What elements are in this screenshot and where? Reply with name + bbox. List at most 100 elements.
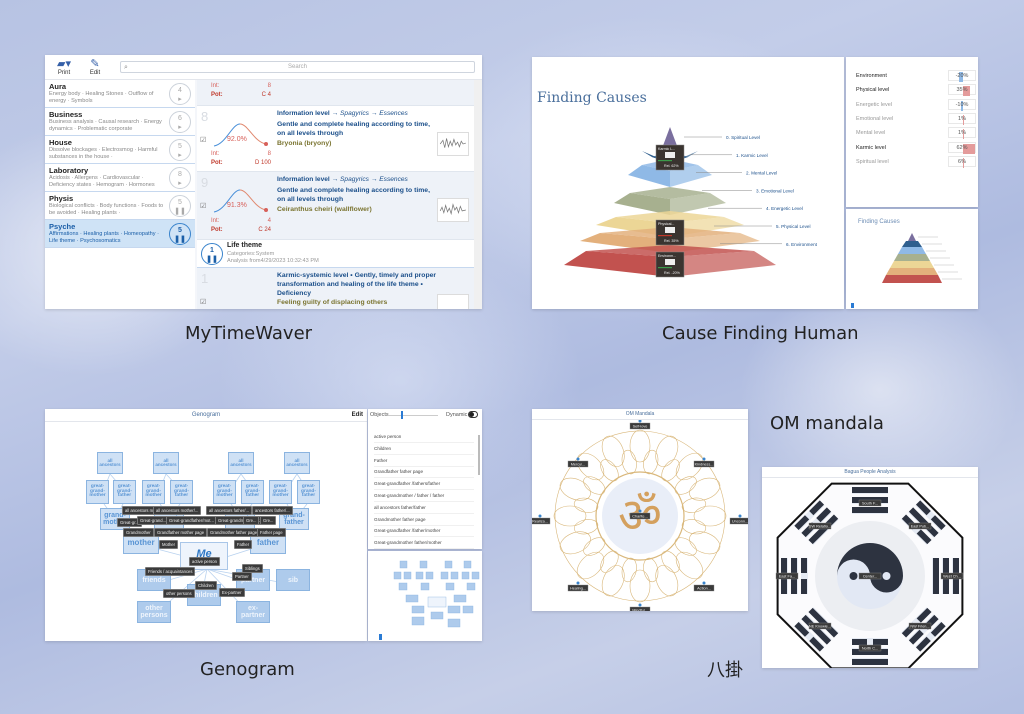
objects-slider-handle[interactable] bbox=[401, 411, 403, 419]
node-all-ancestors[interactable]: all ancestors bbox=[153, 452, 179, 474]
link-tag[interactable]: Grandmother father page bbox=[207, 528, 261, 537]
count-badge[interactable]: 5❚❚ bbox=[169, 223, 191, 245]
node-great-grandfather[interactable]: great-grand-father bbox=[297, 480, 320, 504]
link-tag[interactable]: ancestors father/... bbox=[252, 506, 293, 515]
objects-list-item[interactable]: Grandfather father page bbox=[374, 466, 474, 479]
mandala-tag[interactable]: Mindful... bbox=[629, 603, 651, 612]
sidebar-item-psyche[interactable]: Psyche Affirmations · Healing plants · H… bbox=[45, 220, 195, 248]
link-tag[interactable]: Mother bbox=[159, 540, 179, 549]
objects-slider-track[interactable] bbox=[388, 415, 438, 416]
mandala-tag[interactable]: Kindness... bbox=[693, 457, 715, 468]
pyramid-tier-2[interactable]: 2. Mental Level bbox=[628, 159, 777, 187]
result-row[interactable]: 1 ☑ Karmic-systemic level • Gently, time… bbox=[197, 268, 474, 309]
pyramid-tier-6[interactable]: 6. Environment bbox=[564, 242, 818, 277]
node-great-grandmother[interactable]: great-grand-mother bbox=[86, 480, 109, 504]
bagua-tag[interactable]: South F... bbox=[858, 499, 882, 507]
count-badge[interactable]: 8▸ bbox=[169, 167, 191, 189]
node-ex-partner[interactable]: ex-partner bbox=[236, 601, 270, 623]
bagua-tag[interactable]: NE Knowle... bbox=[808, 622, 832, 630]
link-tag[interactable]: Gre... bbox=[243, 516, 260, 525]
sidebar-item-business[interactable]: Business Business analysis · Causal rese… bbox=[45, 108, 195, 136]
search-input[interactable]: ⌕ Search bbox=[120, 61, 475, 73]
objects-list-item[interactable]: active person bbox=[374, 431, 474, 443]
sidebar-item-laboratory[interactable]: Laboratory Acidosis · Allergens · Cardio… bbox=[45, 164, 195, 192]
link-tag[interactable]: Grandfather mother page bbox=[154, 528, 208, 537]
count-badge[interactable]: 5▸ bbox=[169, 139, 191, 161]
node-great-grandmother[interactable]: great-grand-mother bbox=[142, 480, 165, 504]
objects-list-item[interactable]: Grandmother father page bbox=[374, 514, 474, 526]
link-tag[interactable]: Great-grandfather/mot... bbox=[166, 516, 217, 525]
mandala-tag[interactable]: Action... bbox=[693, 581, 715, 592]
count-badge[interactable]: 1❚❚ bbox=[201, 243, 223, 265]
zoom-slider[interactable] bbox=[851, 303, 854, 308]
link-tag[interactable]: Grandmother bbox=[123, 528, 154, 537]
bagua-tag[interactable]: North C... bbox=[858, 644, 882, 652]
link-tag[interactable]: Gre... bbox=[260, 516, 277, 525]
mandala-tag[interactable]: Healing... bbox=[567, 581, 589, 592]
objects-list-item[interactable]: all ancestors father/father bbox=[374, 502, 474, 514]
level-table-row[interactable]: Environment-20% bbox=[846, 69, 978, 83]
sidebar-item-house[interactable]: House Dissolve blockages · Electrosmog ·… bbox=[45, 136, 195, 164]
node-mother[interactable]: mother bbox=[123, 532, 159, 554]
bagua-tag[interactable]: SW Relatio... bbox=[808, 522, 832, 530]
mandala-tag[interactable]: Charite... bbox=[629, 509, 651, 520]
sidebar-item-physis[interactable]: Physis Biological conflicts · Body funct… bbox=[45, 192, 195, 220]
objects-list-item[interactable]: Great-grandmother father/mother bbox=[374, 537, 474, 549]
bagua-tag[interactable]: Center... bbox=[858, 572, 882, 580]
count-badge[interactable]: 5❚❚ bbox=[169, 195, 191, 217]
link-tag[interactable]: all ancestors father/... bbox=[206, 506, 253, 515]
result-row[interactable]: 8 ☑ 92.0% Int:8 Pot:D 100 Information le… bbox=[197, 106, 474, 172]
objects-list-item[interactable]: Great-grandfather /father/mother bbox=[374, 525, 474, 538]
count-badge[interactable]: 4▸ bbox=[169, 83, 191, 105]
node-other-persons[interactable]: other persons bbox=[137, 601, 171, 623]
checkbox[interactable]: ☑ bbox=[200, 203, 207, 210]
node-great-grandmother[interactable]: great-grand-mother bbox=[213, 480, 236, 504]
node-all-ancestors[interactable]: all ancestors bbox=[97, 452, 123, 474]
sidebar-item-aura[interactable]: Aura Energy body · Healing Stones · Outf… bbox=[45, 80, 195, 108]
pyramid-tier-3[interactable]: 3. Emotional Level bbox=[614, 187, 794, 215]
bagua-tag[interactable]: East Fa... bbox=[775, 572, 799, 580]
level-badge[interactable]: Karmic L...Rel. 62% bbox=[655, 144, 685, 171]
bagua-tag[interactable]: West Ch... bbox=[940, 572, 964, 580]
edit-button[interactable]: ✎ Edit bbox=[81, 57, 109, 76]
link-tag[interactable]: all ancestors mother/... bbox=[153, 506, 202, 515]
checkbox[interactable]: ☑ bbox=[200, 137, 207, 144]
link-tag[interactable]: other persons bbox=[163, 589, 195, 598]
objects-list-item[interactable]: Father bbox=[374, 455, 474, 467]
node-great-grandmother[interactable]: great-grand-mother bbox=[269, 480, 292, 504]
link-tag[interactable]: Great-grand... bbox=[137, 516, 170, 525]
node-great-grandfather[interactable]: great-grand-father bbox=[170, 480, 193, 504]
node-great-grandfather[interactable]: great-grand-father bbox=[241, 480, 264, 504]
mandala-tag[interactable]: Realiza... bbox=[532, 514, 551, 525]
link-tag[interactable]: Siblings bbox=[242, 564, 263, 573]
link-tag[interactable]: Partner bbox=[232, 572, 252, 581]
edit-button[interactable]: Edit bbox=[351, 412, 363, 418]
link-tag[interactable]: Ex-partner bbox=[219, 588, 245, 597]
bagua-tag[interactable]: East Pub... bbox=[908, 522, 932, 530]
objects-list-item[interactable]: Great-grandfather /fathers/father bbox=[374, 478, 474, 491]
mandala-tag[interactable]: Mercy/... bbox=[567, 457, 589, 468]
node-sib[interactable]: sib bbox=[276, 569, 310, 591]
node-all-ancestors[interactable]: all ancestors bbox=[284, 452, 310, 474]
life-theme-row[interactable]: 1❚❚ Life theme Categories:System Analysi… bbox=[197, 240, 474, 268]
link-tag[interactable]: Friends / acquaintances bbox=[145, 567, 196, 576]
level-table-row[interactable]: Energetic level-10% bbox=[846, 98, 978, 112]
bagua-tag[interactable]: NW Frien... bbox=[908, 622, 932, 630]
link-tag[interactable]: Father bbox=[234, 540, 253, 549]
scrollbar[interactable] bbox=[474, 80, 482, 309]
mandala-tag[interactable]: Self-love bbox=[629, 420, 651, 430]
checkbox[interactable]: ☑ bbox=[200, 299, 207, 306]
link-tag[interactable]: Children bbox=[195, 581, 217, 590]
link-tag[interactable]: active person bbox=[189, 557, 220, 566]
mandala-tag[interactable]: Unconn... bbox=[729, 514, 748, 525]
result-row[interactable]: 9 ☑ 91.3% Int:4 Pot:C 24 Information lev… bbox=[197, 172, 474, 240]
result-row[interactable]: Int:8 Pot:C 4 bbox=[197, 80, 474, 106]
print-button[interactable]: ▰▾ Print bbox=[50, 57, 78, 76]
level-badge[interactable]: Physical...Rel. 35% bbox=[655, 219, 685, 246]
count-badge[interactable]: 6▸ bbox=[169, 111, 191, 133]
